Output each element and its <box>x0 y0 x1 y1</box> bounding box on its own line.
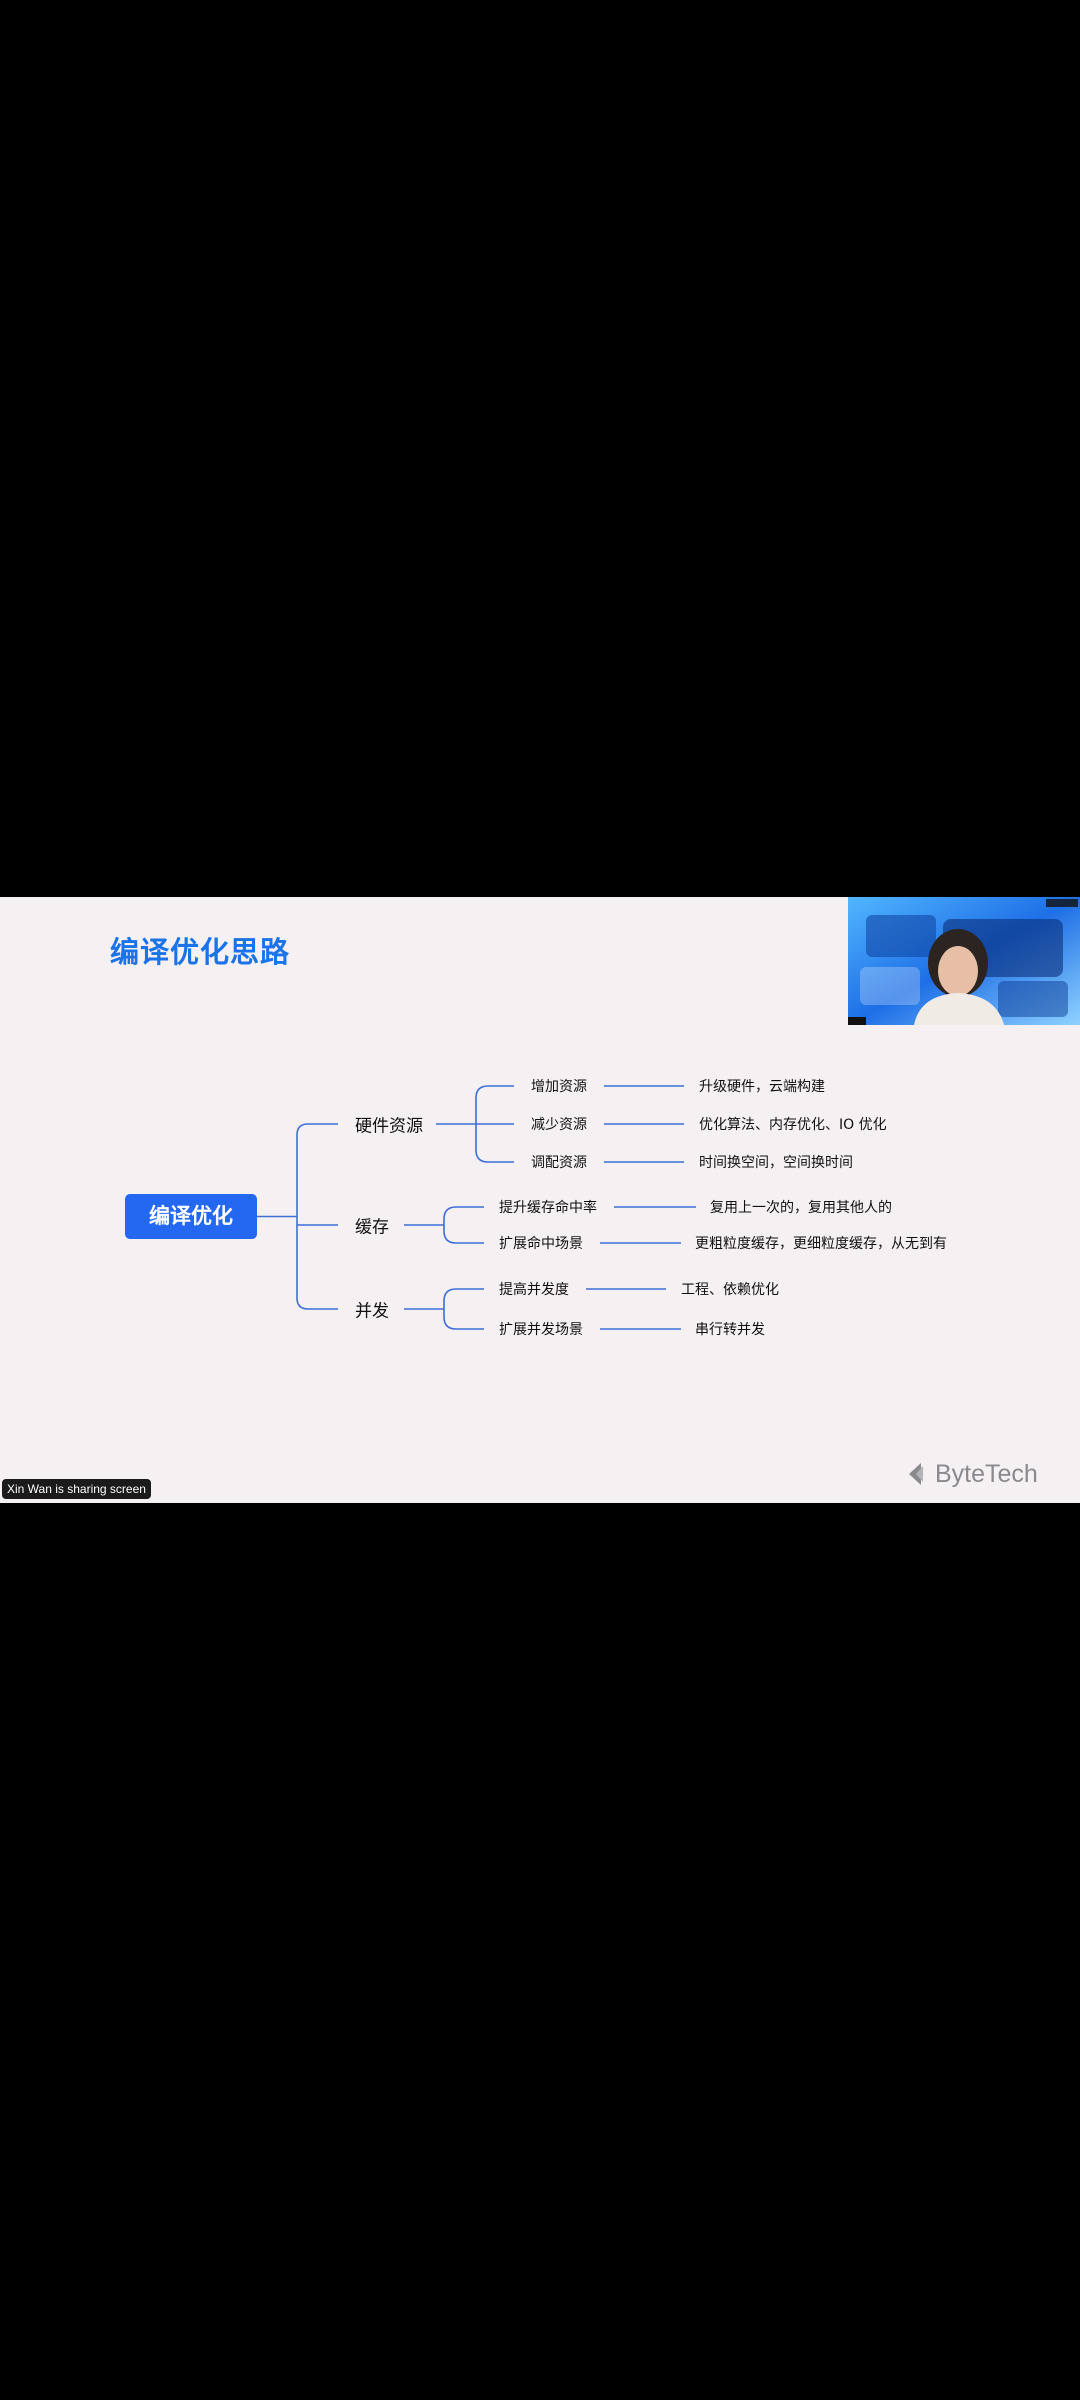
leaf-hit-scenarios: 扩展命中场景 <box>499 1236 583 1252</box>
detail-concurrency-scenarios: 串行转并发 <box>695 1322 765 1338</box>
bytetech-logo-icon <box>909 1463 923 1485</box>
mindmap-connectors <box>257 1085 696 1330</box>
bytetech-logo-text: ByteTech <box>935 1460 1038 1488</box>
detail-concurrency-degree: 工程、依赖优化 <box>681 1282 779 1298</box>
leaf-add-resources: 增加资源 <box>531 1079 587 1095</box>
connector-root-bracket <box>296 1123 338 1310</box>
speaker-video-thumbnail[interactable] <box>848 897 1080 1025</box>
bytetech-logo: ByteTech <box>905 1457 1038 1491</box>
connector-conc-bracket <box>443 1288 484 1330</box>
branch-hardware: 硬件资源 <box>355 1116 423 1137</box>
leaf-reduce-resources: 减少资源 <box>531 1117 587 1133</box>
mindmap-root-node: 编译优化 <box>125 1194 257 1239</box>
leaf-concurrency-scenarios: 扩展并发场景 <box>499 1322 583 1338</box>
detail-hit-scenarios: 更粗粒度缓存，更细粒度缓存，从无到有 <box>695 1236 947 1252</box>
detail-allocate-resources: 时间换空间，空间换时间 <box>699 1155 853 1171</box>
detail-add-resources: 升级硬件，云端构建 <box>699 1079 825 1095</box>
connector-cache-bracket <box>443 1206 484 1244</box>
shared-slide: 编译优化思路 编译优化 硬件资源 缓 <box>0 897 1080 1503</box>
branch-concurrency: 并发 <box>355 1301 389 1322</box>
leaf-allocate-resources: 调配资源 <box>531 1155 587 1171</box>
detail-reduce-resources: 优化算法、内存优化、IO 优化 <box>699 1117 887 1133</box>
detail-hit-rate: 复用上一次的，复用其他人的 <box>710 1200 892 1216</box>
speaker-video-frame <box>848 897 1080 1025</box>
leaf-concurrency-degree: 提高并发度 <box>499 1282 569 1298</box>
leaf-hit-rate: 提升缓存命中率 <box>499 1200 597 1216</box>
slide-title: 编译优化思路 <box>110 935 291 969</box>
screen-share-status-badge: Xin Wan is sharing screen <box>2 1479 151 1499</box>
branch-cache: 缓存 <box>355 1217 389 1238</box>
